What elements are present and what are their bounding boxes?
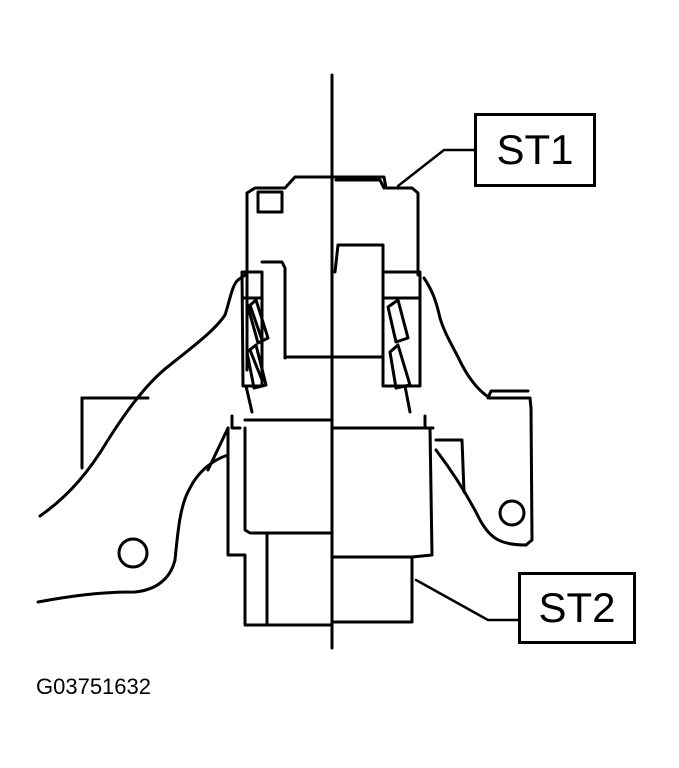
st2-tool-body bbox=[226, 414, 435, 627]
st1-tool-body bbox=[245, 175, 420, 372]
st1-leader-line bbox=[396, 148, 476, 188]
callout-st2-label: ST2 bbox=[538, 584, 616, 631]
figure-id: G03751632 bbox=[36, 674, 151, 699]
callout-st1-label: ST1 bbox=[496, 126, 574, 173]
callout-st2: ST2 bbox=[518, 572, 636, 644]
knuckle-left-arm bbox=[36, 273, 247, 604]
callout-st1: ST1 bbox=[474, 113, 596, 187]
st2-leader-line bbox=[414, 578, 520, 622]
bearing-right bbox=[381, 270, 422, 414]
knuckle-right-arm bbox=[422, 276, 534, 547]
bearing-left bbox=[240, 270, 270, 414]
